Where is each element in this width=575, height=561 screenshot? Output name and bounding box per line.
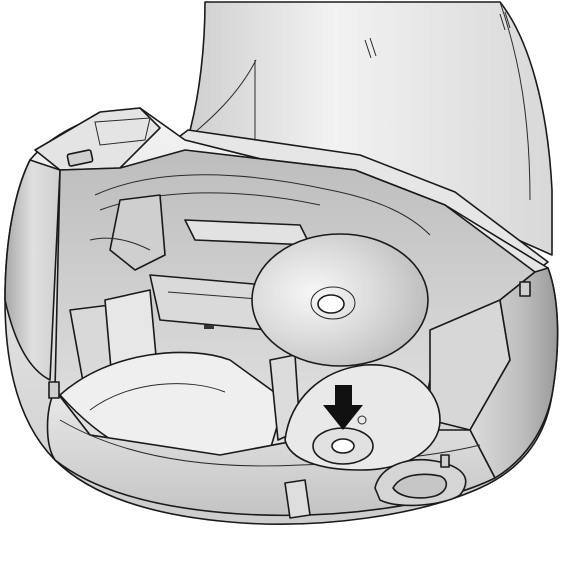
down-arrow-icon <box>323 385 363 430</box>
spindle-hub <box>331 438 355 454</box>
right-wall <box>469 267 559 479</box>
open-lid <box>187 1 553 256</box>
power-button <box>66 149 94 167</box>
output-tray <box>46 281 531 519</box>
disc-icon <box>251 233 429 367</box>
left-wall <box>4 159 61 381</box>
